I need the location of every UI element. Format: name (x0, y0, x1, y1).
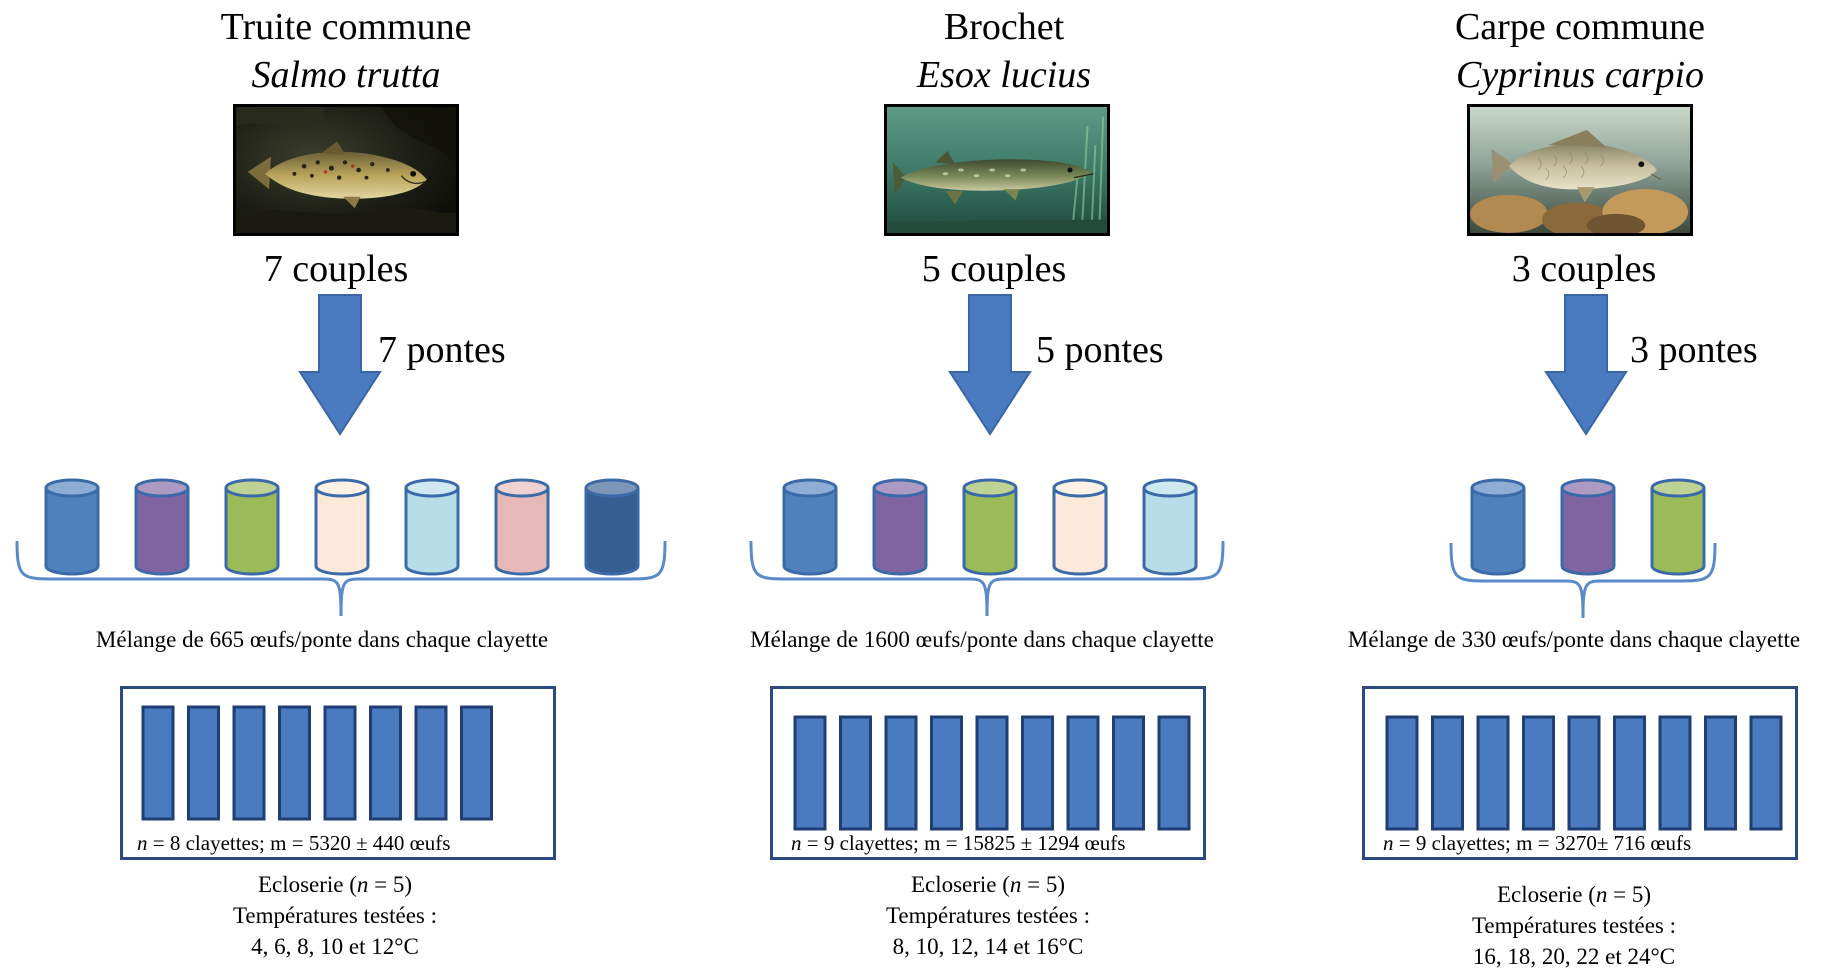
ponte-tube-pike-4 (1052, 478, 1108, 576)
down-arrow-icon-carp (1544, 294, 1628, 436)
pike-photo (884, 104, 1110, 236)
pontes-count-carp: 3 pontes (1630, 329, 1758, 371)
tray-carp-7 (1658, 715, 1692, 831)
temperatures-values-carp: 16, 18, 20, 22 et 24°C (1472, 944, 1676, 969)
ponte-tube-pike-3 (962, 478, 1018, 576)
temperatures-values-trout: 4, 6, 8, 10 et 12°C (251, 934, 419, 959)
hatchery-count-carp: Ecloserie (n = 5) (1496, 882, 1652, 907)
hatchery-count-trout: Ecloserie (n = 5) (257, 872, 413, 897)
couples-count-trout: 7 couples (263, 248, 409, 290)
tray-pike-7 (1066, 715, 1100, 831)
ponte-tube-pike-5 (1142, 478, 1198, 576)
tray-pike-4 (930, 715, 963, 831)
species-scientific-trout: Salmo trutta (251, 54, 441, 96)
tray-carp-3 (1476, 715, 1510, 831)
ponte-tube-pike-2 (872, 478, 928, 576)
ponte-tubes-trout (44, 478, 640, 576)
egg-mix-text-carp: Mélange de 330 œufs/ponte dans chaque cl… (1347, 627, 1801, 652)
group-bracket-trout (15, 540, 667, 617)
tray-set-pike (793, 715, 1191, 831)
hatchery-count-pike: Ecloserie (n = 5) (910, 872, 1066, 897)
couples-count-carp: 3 couples (1511, 248, 1657, 290)
temperatures-label-trout: Températures testées : (232, 903, 438, 928)
temperatures-values-pike: 8, 10, 12, 14 et 16°C (892, 934, 1084, 959)
temperatures-label-pike: Températures testées : (885, 903, 1091, 928)
species-name-carp: Carpe commune (1454, 6, 1706, 48)
species-name-trout: Truite commune (220, 6, 472, 48)
temperatures-label-carp: Températures testées : (1471, 913, 1677, 938)
ponte-tube-trout-1 (44, 478, 100, 576)
couples-count-pike: 5 couples (921, 248, 1067, 290)
hatchery-tray-box-carp: n = 9 clayettes; m = 3270± 716 œufs (1362, 686, 1798, 860)
tray-stats-trout: n = 8 clayettes; m = 5320 ± 440 œufs (137, 831, 451, 855)
down-arrow-icon-pike (948, 294, 1032, 436)
species-name-pike: Brochet (943, 6, 1065, 48)
tray-carp-5 (1567, 715, 1601, 831)
group-bracket-pike (749, 540, 1225, 617)
tray-trout-3 (232, 705, 266, 821)
egg-mix-text-trout: Mélange de 665 œufs/ponte dans chaque cl… (95, 627, 549, 652)
species-scientific-carp: Cyprinus carpio (1455, 54, 1705, 96)
ponte-tube-pike-1 (782, 478, 838, 576)
trout-photo (233, 104, 459, 236)
tray-pike-5 (975, 715, 1009, 831)
ponte-tube-trout-7 (584, 478, 640, 576)
ponte-tube-carp-2 (1560, 478, 1616, 576)
tray-pike-3 (884, 715, 918, 831)
tray-pike-1 (793, 715, 827, 831)
tray-trout-7 (414, 705, 448, 821)
ponte-tube-trout-2 (134, 478, 190, 576)
tray-stats-carp: n = 9 clayettes; m = 3270± 716 œufs (1383, 831, 1692, 855)
ponte-tube-trout-6 (494, 478, 550, 576)
tray-carp-4 (1522, 715, 1555, 831)
tray-set-trout (141, 705, 493, 821)
species-scientific-pike: Esox lucius (916, 54, 1092, 96)
carp-photo (1467, 104, 1693, 236)
tray-set-carp (1385, 715, 1783, 831)
pontes-count-trout: 7 pontes (378, 329, 506, 371)
tray-carp-8 (1704, 715, 1737, 831)
tray-pike-2 (839, 715, 872, 831)
ponte-tube-trout-4 (314, 478, 370, 576)
tray-carp-9 (1749, 715, 1783, 831)
tray-pike-9 (1157, 715, 1191, 831)
ponte-tube-carp-3 (1650, 478, 1706, 576)
tray-trout-4 (278, 705, 311, 821)
ponte-tube-trout-5 (404, 478, 460, 576)
tray-trout-8 (460, 705, 493, 821)
pontes-count-pike: 5 pontes (1036, 329, 1164, 371)
tray-carp-2 (1431, 715, 1464, 831)
tray-trout-2 (187, 705, 220, 821)
hatchery-tray-box-trout: n = 8 clayettes; m = 5320 ± 440 œufs (120, 686, 556, 860)
ponte-tube-trout-3 (224, 478, 280, 576)
tray-trout-1 (141, 705, 175, 821)
tray-stats-pike: n = 9 clayettes; m = 15825 ± 1294 œufs (791, 831, 1126, 855)
hatchery-tray-box-pike: n = 9 clayettes; m = 15825 ± 1294 œufs (770, 686, 1206, 860)
down-arrow-icon-trout (298, 294, 382, 436)
tray-carp-6 (1613, 715, 1646, 831)
tray-pike-6 (1021, 715, 1054, 831)
ponte-tubes-pike (782, 478, 1198, 576)
tray-trout-6 (369, 705, 402, 821)
ponte-tubes-carp (1470, 478, 1706, 576)
egg-mix-text-pike: Mélange de 1600 œufs/ponte dans chaque c… (750, 627, 1214, 652)
group-bracket-carp (1449, 542, 1717, 619)
tray-pike-8 (1112, 715, 1145, 831)
tray-trout-5 (323, 705, 357, 821)
tray-carp-1 (1385, 715, 1419, 831)
ponte-tube-carp-1 (1470, 478, 1526, 576)
